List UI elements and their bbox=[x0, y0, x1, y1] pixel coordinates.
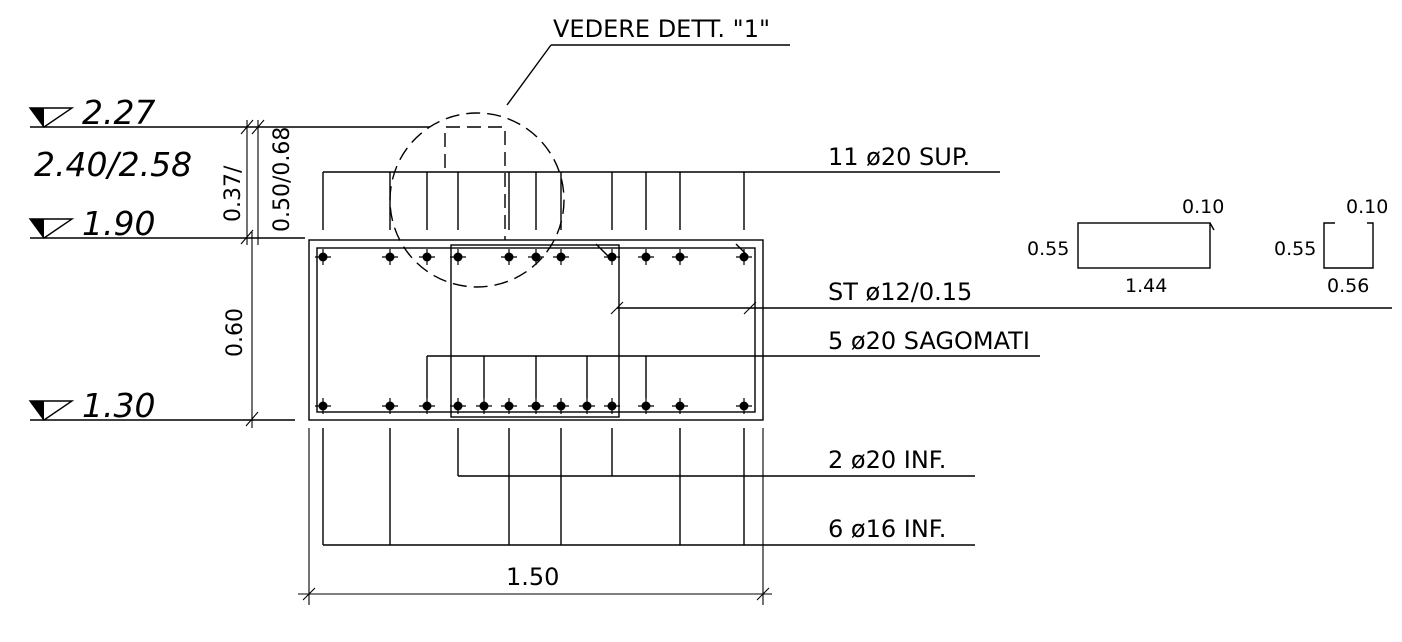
top-rebar-dot-cross bbox=[450, 249, 466, 265]
dim-text-upper-a: 0.37/ bbox=[221, 165, 246, 222]
detail-dashed-outline bbox=[444, 126, 506, 240]
vertical-dimensions: 0.37/ 0.50/0.68 0.60 bbox=[221, 119, 295, 428]
top-rebar-dot-cross bbox=[315, 249, 331, 265]
bottom-rebar-dot-cross bbox=[419, 398, 435, 414]
shaped-bars-group: 5 ø20 SAGOMATI bbox=[426, 327, 1040, 398]
bottom-rebar-dot-cross bbox=[315, 398, 331, 414]
top-rebar-dot-cross bbox=[528, 249, 544, 265]
level-marker-1-90 bbox=[28, 218, 75, 239]
top-bars-lines: 11 ø20 SUP. bbox=[322, 143, 1000, 230]
label-bottom-bars-b: 6 ø16 INF. bbox=[828, 515, 946, 543]
level-text-2-27: 2.27 bbox=[82, 93, 155, 132]
bottom-rebar-dot-cross bbox=[528, 398, 544, 414]
dim-text-upper-b: 0.50/0.68 bbox=[270, 127, 295, 232]
rebar-dots bbox=[315, 249, 752, 414]
shape-small-height: 0.55 bbox=[1274, 238, 1316, 260]
stirrup-leader-group: ST ø12/0.15 bbox=[610, 278, 1392, 315]
stirrup-inner bbox=[450, 244, 620, 418]
top-rebar-dot-cross bbox=[672, 249, 688, 265]
bottom-rebar-dot-cross bbox=[604, 398, 620, 414]
label-shaped-bars: 5 ø20 SAGOMATI bbox=[828, 327, 1030, 355]
bottom-rebar-dot-cross bbox=[579, 398, 595, 414]
shape-small-hook-text: 0.10 bbox=[1346, 196, 1388, 218]
dim-tick bbox=[302, 587, 316, 601]
dim-tick bbox=[756, 587, 770, 601]
width-dimension: 1.50 bbox=[298, 428, 772, 605]
detail-callout: VEDERE DETT. "1" bbox=[389, 15, 790, 288]
top-rebar-dot-cross bbox=[553, 249, 569, 265]
dim-text-width: 1.50 bbox=[506, 563, 559, 591]
top-rebar-dot-cross bbox=[419, 249, 435, 265]
level-marker-1-30 bbox=[28, 400, 75, 421]
dim-tick bbox=[251, 119, 265, 135]
bottom-rebar-dot-cross bbox=[672, 398, 688, 414]
bottom-bars-group: 2 ø20 INF. 6 ø16 INF. bbox=[322, 428, 975, 546]
bottom-rebar-dot-cross bbox=[382, 398, 398, 414]
top-rebar-dot-cross bbox=[638, 249, 654, 265]
label-top-bars: 11 ø20 SUP. bbox=[828, 143, 970, 171]
level-text-1-30: 1.30 bbox=[82, 386, 155, 425]
shape-large-hook-text: 0.10 bbox=[1182, 196, 1224, 218]
dim-tick bbox=[610, 301, 624, 315]
bottom-rebar-dot-cross bbox=[501, 398, 517, 414]
shape-large-hook bbox=[1209, 222, 1215, 231]
shape-large-rect bbox=[1077, 222, 1211, 269]
label-bottom-bars-a: 2 ø20 INF. bbox=[828, 446, 946, 474]
dim-tick bbox=[240, 229, 254, 245]
shape-small-outline bbox=[1323, 222, 1374, 269]
level-text-1-90: 1.90 bbox=[82, 204, 155, 243]
top-rebar-dot-cross bbox=[604, 249, 620, 265]
callout-leader bbox=[506, 44, 552, 106]
level-text-range: 2.40/2.58 bbox=[34, 145, 192, 184]
dim-tick bbox=[240, 119, 254, 135]
bottom-rebar-dot-cross bbox=[736, 398, 752, 414]
concrete-outline bbox=[308, 239, 764, 421]
dim-tick bbox=[743, 301, 757, 315]
shape-large-height: 0.55 bbox=[1027, 238, 1069, 260]
detail-circle bbox=[389, 112, 565, 288]
stirrup-shape-small: 0.55 0.10 0.56 bbox=[1274, 196, 1388, 297]
level-marker-2-27 bbox=[28, 107, 75, 128]
bottom-rebar-dot-cross bbox=[450, 398, 466, 414]
label-stirrups: ST ø12/0.15 bbox=[828, 278, 972, 306]
stirrup-hook bbox=[595, 243, 609, 257]
shape-large-width: 1.44 bbox=[1125, 275, 1167, 297]
callout-text: VEDERE DETT. "1" bbox=[553, 15, 770, 43]
level-markers: 2.27 2.40/2.58 1.90 1.30 bbox=[28, 93, 430, 425]
top-rebar-dot-cross bbox=[501, 249, 517, 265]
bottom-rebar-dot-cross bbox=[553, 398, 569, 414]
dim-tick bbox=[245, 411, 259, 427]
shape-small-width: 0.56 bbox=[1327, 275, 1369, 297]
dim-text-section-height: 0.60 bbox=[223, 308, 248, 357]
top-rebar-dot-cross bbox=[382, 249, 398, 265]
bottom-rebar-dot-cross bbox=[638, 398, 654, 414]
bottom-rebar-dot-cross bbox=[476, 398, 492, 414]
top-rebar-dot-cross bbox=[736, 249, 752, 265]
stirrup-shape-large: 0.55 0.10 1.44 bbox=[1027, 196, 1224, 297]
